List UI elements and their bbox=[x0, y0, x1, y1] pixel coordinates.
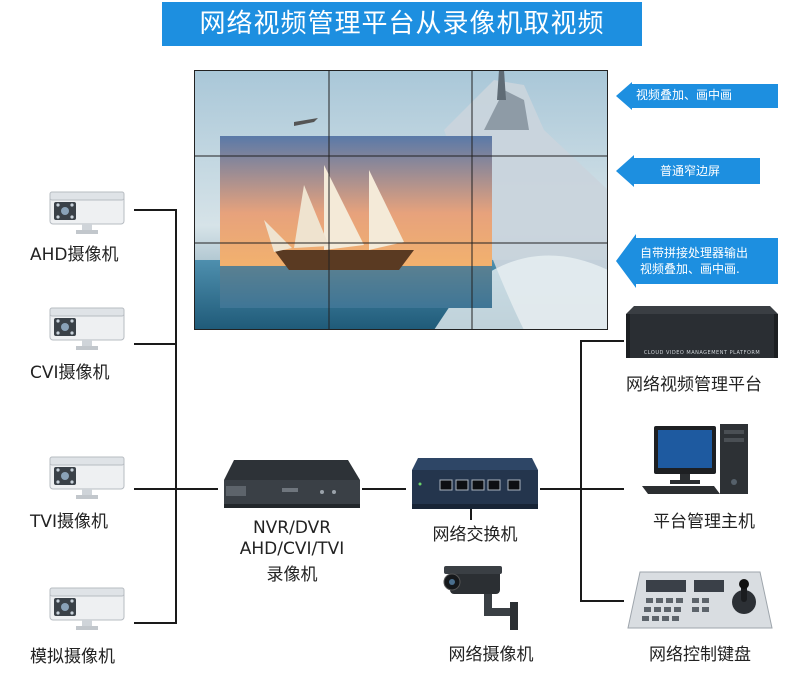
recorder-icon bbox=[224, 460, 360, 508]
callout-arrow-narrow-bezel bbox=[616, 155, 760, 187]
connector-line bbox=[470, 508, 472, 520]
callout-text-overlay-pip: 视频叠加、画中画 bbox=[636, 88, 733, 102]
platform-server-icon bbox=[626, 306, 778, 358]
ahd-camera-label: AHD摄像机 bbox=[30, 245, 119, 265]
ip-camera-label: 网络摄像机 bbox=[448, 645, 534, 665]
platform-label: 网络视频管理平台 bbox=[626, 375, 762, 395]
connector-line bbox=[580, 488, 624, 490]
ip-camera-icon bbox=[443, 566, 518, 630]
callout-text-narrow-bezel: 普通窄边屏 bbox=[660, 164, 721, 178]
ahd-camera-icon bbox=[49, 191, 125, 234]
tvi-camera-icon bbox=[49, 456, 125, 499]
connector-line bbox=[580, 340, 624, 342]
analog-camera-label: 模拟摄像机 bbox=[30, 647, 115, 667]
callout-text-processor-line1: 自带拼接处理器输出 bbox=[640, 246, 749, 260]
callout-arrow-processor bbox=[616, 234, 778, 288]
connector-line bbox=[540, 488, 582, 490]
network-switch-label: 网络交换机 bbox=[432, 525, 518, 545]
connector-line bbox=[134, 343, 176, 345]
platform-panel-text: CLOUD VIDEO MANAGEMENT PLATFORM bbox=[643, 350, 761, 356]
pc-host-icon bbox=[642, 424, 748, 494]
connector-line bbox=[134, 622, 176, 624]
video-wall bbox=[194, 70, 608, 330]
connector-line bbox=[134, 209, 176, 211]
connector-line bbox=[362, 488, 406, 490]
callout-arrow-overlay-pip bbox=[616, 82, 778, 110]
control-keyboard-label: 网络控制键盘 bbox=[649, 645, 751, 665]
control-keyboard-icon bbox=[627, 571, 773, 629]
connector-line bbox=[580, 600, 624, 602]
recorder-label-line3: 录像机 bbox=[266, 565, 318, 585]
connector-line bbox=[580, 340, 582, 602]
page-title: 网络视频管理平台从录像机取视频 bbox=[162, 2, 642, 46]
pc-host-label: 平台管理主机 bbox=[653, 512, 755, 532]
connector-line bbox=[175, 209, 177, 624]
recorder-label-line1: NVR/DVR bbox=[252, 518, 332, 538]
cvi-camera-label: CVI摄像机 bbox=[30, 363, 110, 383]
callout-text-processor-line2: 视频叠加、画中画. bbox=[640, 262, 740, 276]
recorder-label-line2: AHD/CVI/TVI bbox=[239, 539, 345, 559]
cvi-camera-icon bbox=[49, 307, 125, 350]
analog-camera-icon bbox=[49, 587, 125, 630]
network-switch-icon bbox=[412, 458, 538, 509]
tvi-camera-label: TVI摄像机 bbox=[30, 512, 109, 532]
